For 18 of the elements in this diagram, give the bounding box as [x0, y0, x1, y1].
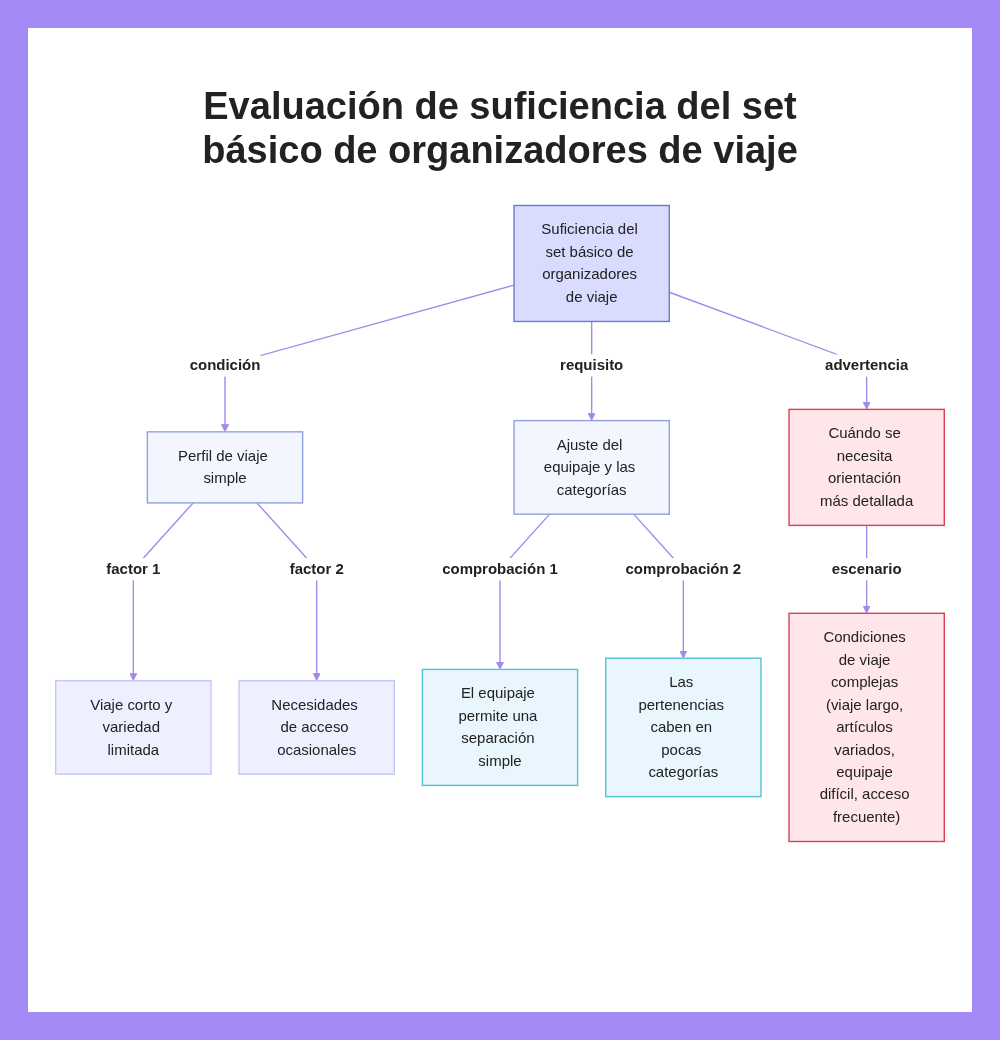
- node-box: El equipaje permite una separación simple: [421, 668, 579, 787]
- edge-label: requisito: [560, 357, 624, 373]
- edge-label: comprobación 2: [625, 560, 742, 577]
- node-box: Perfil de viaje simple: [146, 431, 304, 504]
- node-box: Cuándo se necesita orientación más detallada: [788, 408, 945, 527]
- node-box: Necesidades de acceso ocasionales: [238, 679, 395, 775]
- node-box: Ajuste del equipaje y las categorías: [513, 419, 670, 515]
- edge-label: factor 1: [106, 560, 161, 577]
- diagram-title: Evaluación de suficiencia del set básico de organizadores de viaje: [201, 84, 799, 172]
- edge-label: escenario: [831, 560, 902, 577]
- edge-label: condición: [189, 357, 261, 373]
- edge-label: advertencia: [825, 357, 909, 373]
- node-box: Viaje corto y variedad limitada: [55, 679, 212, 775]
- node-box: Suficiencia del set básico de organizadores de viaje: [513, 204, 670, 323]
- edge-label: comprobación 1: [442, 560, 558, 577]
- node-box: Condiciones de viaje complejas (viaje largo, artículos variados, equipaje difícil, acceso frecuente): [788, 612, 945, 843]
- node-box: Las pertenencias caben en pocas categorías: [605, 657, 762, 798]
- edge-label: factor 2: [289, 560, 344, 577]
